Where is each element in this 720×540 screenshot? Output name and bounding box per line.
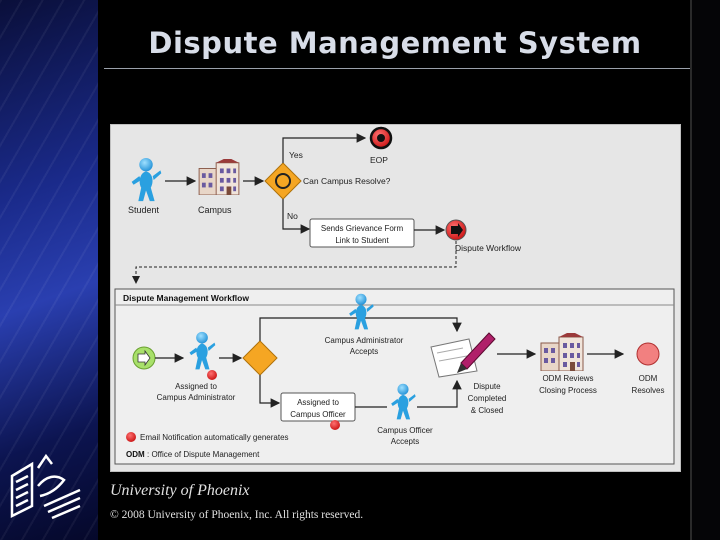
university-logo-icon [4,446,84,531]
odm-resolves-line-1: ODM [639,374,658,383]
right-edge-line [690,0,692,540]
university-name: University of Phoenix [110,482,250,499]
dispute-workflow-event-icon [445,219,467,241]
no-path-arrow [282,199,311,234]
officer-accepts-line-1: Campus Officer [377,426,433,435]
yes-label: Yes [289,150,303,160]
dispute-line-2: Completed [468,394,507,403]
dispute-completed-pen-paper-icon [430,332,496,378]
no-label: No [287,211,298,221]
dispute-workflow-label: Dispute Workflow [455,243,522,253]
admin-accepts-line-2: Accepts [350,347,378,356]
diagram-svg: Student Campus Can Campus Resolve? Yes E… [114,126,675,465]
eop-label: EOP [370,155,388,165]
student-label: Student [128,205,160,215]
campus-label: Campus [198,205,232,215]
eop-end-event-icon [369,126,393,150]
student-figure-icon [131,157,162,202]
left-decorative-band [0,0,98,540]
dispute-line-3: & Closed [471,406,503,415]
assigned-admin-line-1: Assigned to [175,382,217,391]
legend-email-text: Email Notification automatically generat… [140,433,289,442]
officer-to-dispute-arrow [417,379,462,408]
officer-accepts-line-2: Accepts [391,437,419,446]
process-diagram: Student Campus Can Campus Resolve? Yes E… [110,124,681,472]
email-notification-marker-icon [207,370,217,380]
admin-accepts-line-1: Campus Administrator [325,336,404,345]
grievance-task-box [309,218,415,248]
slide-title: Dispute Management System [148,26,642,60]
legend-odm-text: : Office of Dispute Management [147,450,260,459]
odm-resolves-end-event-icon [636,342,660,366]
odm-reviews-line-1: ODM Reviews [542,374,593,383]
decision-label: Can Campus Resolve? [303,176,391,186]
copyright-text: © 2008 University of Phoenix, Inc. All r… [110,509,364,521]
workflow-start-event-icon [132,346,156,370]
dispute-line-1: Dispute [473,382,501,391]
assigned-officer-line-1: Assigned to [297,398,339,407]
title-divider [104,68,690,69]
yes-path-arrow [282,133,367,163]
assigned-admin-line-2: Campus Administrator [157,393,236,402]
legend-red-dot-icon [126,432,136,442]
officer-email-marker-icon [330,420,340,430]
assigned-officer-line-2: Campus Officer [290,410,346,419]
odm-reviews-line-2: Closing Process [539,386,597,395]
right-dark-band [690,0,720,540]
grievance-line-2: Link to Student [335,236,389,245]
gateway-to-officer-arrow [259,375,281,408]
campus-building-icon [198,159,240,195]
campus-decision-gateway-icon [264,162,302,200]
grievance-line-1: Sends Grievance Form [321,224,404,233]
odm-resolves-line-2: Resolves [632,386,665,395]
workflow-title: Dispute Management Workflow [123,293,249,303]
legend-odm-abbr: ODM [126,450,145,459]
workflow-link-dashed-arrow [132,241,457,284]
